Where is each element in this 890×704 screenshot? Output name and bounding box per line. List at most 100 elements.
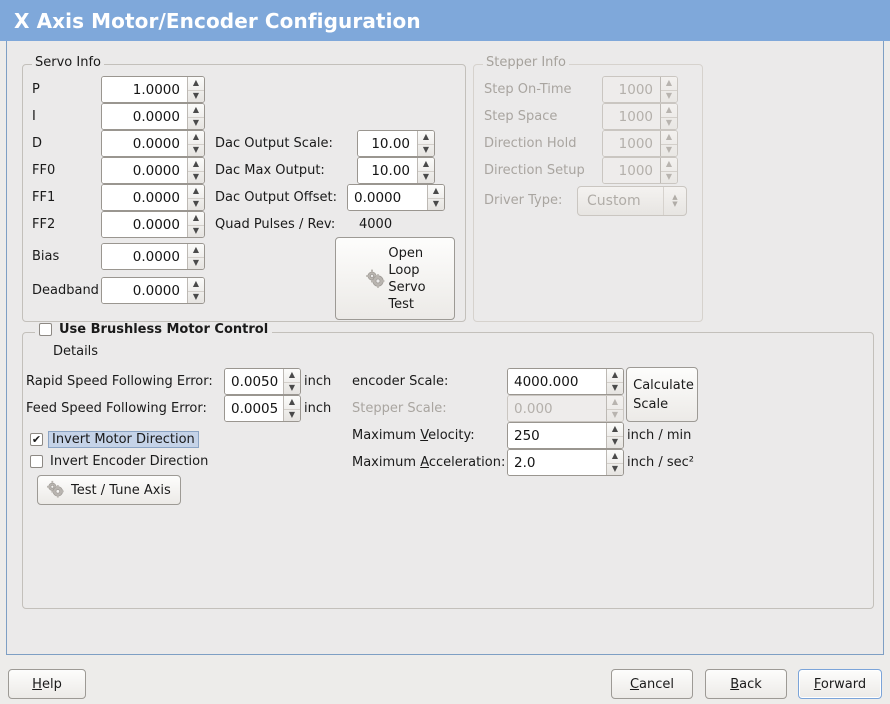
spin-up-icon[interactable]: ▲ <box>288 370 296 380</box>
spin-ff1-buttons[interactable]: ▲ ▼ <box>187 185 204 210</box>
spin-down-icon[interactable]: ▼ <box>428 197 444 211</box>
spin-feed-following-error-value[interactable]: 0.0005 <box>225 396 283 421</box>
spin-up-icon[interactable]: ▲ <box>192 186 200 196</box>
open-loop-servo-test-button[interactable]: Open Loop Servo Test <box>335 237 455 320</box>
spin-down-icon[interactable]: ▼ <box>418 143 434 157</box>
spin-up-icon[interactable]: ▲ <box>192 213 200 223</box>
calculate-scale-button[interactable]: Calculate Scale <box>626 367 698 422</box>
spin-feed-following-error[interactable]: 0.0005 ▲ ▼ <box>224 395 301 422</box>
spin-p-buttons[interactable]: ▲ ▼ <box>187 77 204 102</box>
spin-up-icon[interactable]: ▲ <box>192 279 200 289</box>
spin-p[interactable]: 1.0000 ▲ ▼ <box>101 76 205 103</box>
spin-dac-output-scale[interactable]: 10.00 ▲ ▼ <box>357 130 435 157</box>
spin-up-icon[interactable]: ▲ <box>192 78 200 88</box>
spin-bias-value[interactable]: 0.0000 <box>102 244 187 269</box>
spin-encoder-scale[interactable]: 4000.000 ▲ ▼ <box>507 368 624 395</box>
spin-deadband-buttons[interactable]: ▲ ▼ <box>187 278 204 303</box>
spin-down-icon[interactable]: ▼ <box>188 256 204 270</box>
back-button[interactable]: Back <box>705 669 787 699</box>
spin-d-value[interactable]: 0.0000 <box>102 131 187 156</box>
label-dac-output-offset: Dac Output Offset: <box>215 190 337 205</box>
spin-bias-buttons[interactable]: ▲ ▼ <box>187 244 204 269</box>
spin-ff2-buttons[interactable]: ▲ ▼ <box>187 212 204 237</box>
spin-dac-output-offset[interactable]: 0.0000 ▲ ▼ <box>347 184 445 211</box>
spin-encoder-scale-buttons[interactable]: ▲ ▼ <box>606 369 623 394</box>
spin-i-buttons[interactable]: ▲ ▼ <box>187 104 204 129</box>
spin-down-icon[interactable]: ▼ <box>188 197 204 211</box>
spin-maximum-velocity-buttons[interactable]: ▲ ▼ <box>606 423 623 448</box>
spin-dac-max-output-value[interactable]: 10.00 <box>358 158 417 183</box>
spin-ff0-value[interactable]: 0.0000 <box>102 158 187 183</box>
spin-down-icon[interactable]: ▼ <box>418 170 434 184</box>
servo-info-legend: Servo Info <box>32 56 104 70</box>
spin-feed-buttons[interactable]: ▲ ▼ <box>283 396 300 421</box>
spin-maximum-velocity[interactable]: 250 ▲ ▼ <box>507 422 624 449</box>
spin-ff2-value[interactable]: 0.0000 <box>102 212 187 237</box>
spin-down-icon[interactable]: ▼ <box>188 170 204 184</box>
spin-deadband-value[interactable]: 0.0000 <box>102 278 187 303</box>
stepper-info-legend: Stepper Info <box>483 56 569 70</box>
spin-dac-output-offset-buttons[interactable]: ▲ ▼ <box>427 185 444 210</box>
spin-up-icon[interactable]: ▲ <box>192 105 200 115</box>
spin-up-icon[interactable]: ▲ <box>422 159 430 169</box>
spin-d-buttons[interactable]: ▲ ▼ <box>187 131 204 156</box>
spin-dac-output-offset-value[interactable]: 0.0000 <box>348 185 427 210</box>
spin-down-icon[interactable]: ▼ <box>284 381 300 395</box>
spin-up-icon[interactable]: ▲ <box>611 451 619 461</box>
spin-rapid-following-error-value[interactable]: 0.0050 <box>225 369 283 394</box>
spin-dac-output-scale-buttons[interactable]: ▲ ▼ <box>417 131 434 156</box>
cancel-button[interactable]: Cancel <box>611 669 693 699</box>
forward-button[interactable]: Forward <box>798 669 882 699</box>
spin-down-icon[interactable]: ▼ <box>284 408 300 422</box>
spin-up-icon[interactable]: ▲ <box>192 159 200 169</box>
spin-d[interactable]: 0.0000 ▲ ▼ <box>101 130 205 157</box>
spin-dac-output-scale-value[interactable]: 10.00 <box>358 131 417 156</box>
spin-up-icon[interactable]: ▲ <box>192 245 200 255</box>
checkbox-box[interactable] <box>30 455 43 468</box>
spin-ff0[interactable]: 0.0000 ▲ ▼ <box>101 157 205 184</box>
invert-encoder-direction-checkbox[interactable]: Invert Encoder Direction <box>30 454 208 469</box>
spin-ff1-value[interactable]: 0.0000 <box>102 185 187 210</box>
use-brushless-motor-control-checkbox[interactable]: Use Brushless Motor Control <box>35 322 273 337</box>
spin-up-icon[interactable]: ▲ <box>288 397 296 407</box>
spin-up-icon[interactable]: ▲ <box>611 370 619 380</box>
spin-i[interactable]: 0.0000 ▲ ▼ <box>101 103 205 130</box>
spin-up-icon: ▲ <box>611 397 619 407</box>
checkbox-box[interactable] <box>39 323 52 336</box>
invert-motor-direction-checkbox[interactable]: ✔ Invert Motor Direction <box>30 431 199 448</box>
spin-up-icon[interactable]: ▲ <box>432 186 440 196</box>
spin-down-icon[interactable]: ▼ <box>188 116 204 130</box>
spin-down-icon[interactable]: ▼ <box>188 89 204 103</box>
spin-maximum-acceleration[interactable]: 2.0 ▲ ▼ <box>507 449 624 476</box>
spin-dac-max-output[interactable]: 10.00 ▲ ▼ <box>357 157 435 184</box>
spin-p-value[interactable]: 1.0000 <box>102 77 187 102</box>
unit-maximum-acceleration: inch / sec² <box>627 455 695 470</box>
chevron-right-icon[interactable] <box>34 344 44 359</box>
spin-deadband[interactable]: 0.0000 ▲ ▼ <box>101 277 205 304</box>
spin-encoder-scale-value[interactable]: 4000.000 <box>508 369 606 394</box>
spin-down-icon[interactable]: ▼ <box>607 381 623 395</box>
spin-up-icon[interactable]: ▲ <box>422 132 430 142</box>
spin-rapid-following-error[interactable]: 0.0050 ▲ ▼ <box>224 368 301 395</box>
spin-down-icon[interactable]: ▼ <box>188 143 204 157</box>
spin-ff0-buttons[interactable]: ▲ ▼ <box>187 158 204 183</box>
spin-bias[interactable]: 0.0000 ▲ ▼ <box>101 243 205 270</box>
spin-maximum-acceleration-buttons[interactable]: ▲ ▼ <box>606 450 623 475</box>
spin-down-icon[interactable]: ▼ <box>607 462 623 476</box>
spin-up-icon[interactable]: ▲ <box>611 424 619 434</box>
spin-maximum-velocity-value[interactable]: 250 <box>508 423 606 448</box>
spin-up-icon[interactable]: ▲ <box>192 132 200 142</box>
spin-down-icon[interactable]: ▼ <box>607 435 623 449</box>
details-expander[interactable]: Details <box>33 344 98 359</box>
test-tune-axis-button[interactable]: Test / Tune Axis <box>37 475 181 505</box>
spin-down-icon[interactable]: ▼ <box>188 224 204 238</box>
spin-maximum-acceleration-value[interactable]: 2.0 <box>508 450 606 475</box>
spin-down-icon[interactable]: ▼ <box>188 290 204 304</box>
spin-dac-max-output-buttons[interactable]: ▲ ▼ <box>417 158 434 183</box>
spin-ff2[interactable]: 0.0000 ▲ ▼ <box>101 211 205 238</box>
spin-rapid-buttons[interactable]: ▲ ▼ <box>283 369 300 394</box>
checkbox-box[interactable]: ✔ <box>30 433 43 446</box>
spin-i-value[interactable]: 0.0000 <box>102 104 187 129</box>
help-button[interactable]: Help <box>8 669 86 699</box>
spin-ff1[interactable]: 0.0000 ▲ ▼ <box>101 184 205 211</box>
